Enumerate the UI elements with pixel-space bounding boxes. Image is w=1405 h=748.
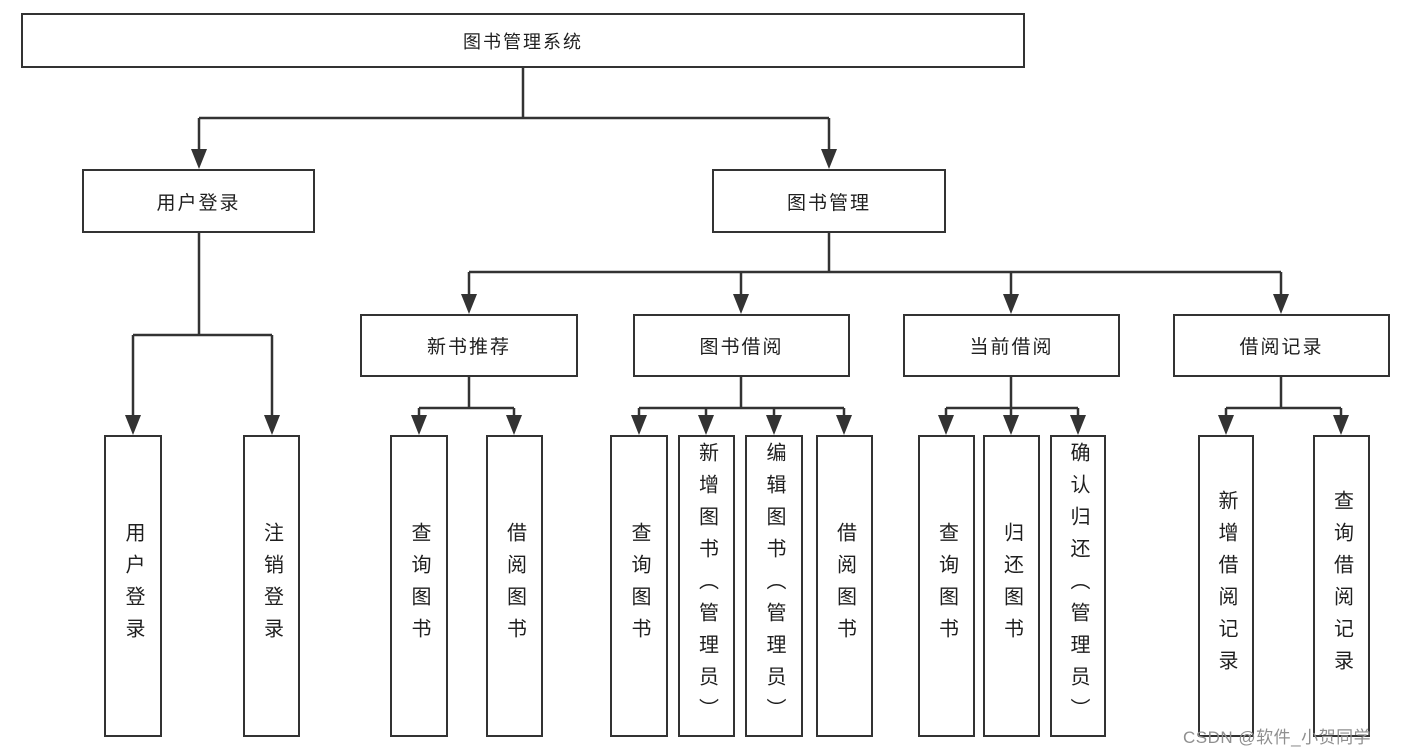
leaf-query-books-borrowing: 查询图书 — [610, 435, 668, 737]
leaf-edit-books-admin: 编辑图书（管理员） — [745, 435, 803, 737]
node-user-login: 用户登录 — [82, 169, 315, 233]
leaf-return-books: 归还图书 — [983, 435, 1040, 737]
leaf-borrow-books-recommendation: 借阅图书 — [486, 435, 543, 737]
node-user-login-label: 用户登录 — [156, 192, 241, 214]
leaf-query-borrow-record-label: 查询借阅记录 — [1330, 490, 1353, 682]
leaf-query-books-borrowing-label: 查询图书 — [628, 522, 650, 650]
node-root: 图书管理系统 — [21, 13, 1025, 68]
leaf-query-books-current: 查询图书 — [918, 435, 975, 737]
leaf-add-borrow-record: 新增借阅记录 — [1198, 435, 1254, 737]
node-root-label: 图书管理系统 — [463, 31, 583, 52]
node-book-borrowing-label: 图书借阅 — [699, 337, 784, 358]
leaf-borrow-books-borrowing: 借阅图书 — [816, 435, 873, 737]
leaf-edit-books-admin-label: 编辑图书（管理员） — [763, 442, 785, 730]
node-book-management: 图书管理 — [712, 169, 946, 233]
leaf-add-borrow-record-label: 新增借阅记录 — [1215, 490, 1237, 682]
leaf-confirm-return-admin-label: 确认归还（管理员） — [1067, 442, 1089, 730]
node-borrowing-records-label: 借阅记录 — [1239, 337, 1324, 358]
leaf-confirm-return-admin: 确认归还（管理员） — [1050, 435, 1106, 737]
leaf-query-books-recommendation: 查询图书 — [390, 435, 448, 737]
node-borrowing-records: 借阅记录 — [1173, 314, 1390, 377]
leaf-query-borrow-record: 查询借阅记录 — [1313, 435, 1370, 737]
node-current-borrowing-label: 当前借阅 — [969, 337, 1054, 358]
leaf-borrow-books-borrowing-label: 借阅图书 — [833, 522, 856, 650]
node-book-borrowing: 图书借阅 — [633, 314, 850, 377]
leaf-return-books-label: 归还图书 — [1000, 522, 1023, 650]
leaf-query-books-recommendation-label: 查询图书 — [408, 522, 430, 650]
leaf-borrow-books-recommendation-label: 借阅图书 — [503, 522, 526, 650]
leaf-query-books-current-label: 查询图书 — [935, 522, 958, 650]
leaf-logout: 注销登录 — [243, 435, 300, 737]
node-book-management-label: 图书管理 — [786, 192, 871, 214]
node-current-borrowing: 当前借阅 — [903, 314, 1120, 377]
leaf-add-books-admin: 新增图书（管理员） — [678, 435, 735, 737]
watermark: CSDN @软件_小贺同学 — [1183, 728, 1372, 747]
node-new-book-recommendation-label: 新书推荐 — [426, 337, 511, 358]
leaf-add-books-admin-label: 新增图书（管理员） — [695, 442, 718, 730]
leaf-user-login: 用户登录 — [104, 435, 162, 737]
leaf-user-login-label: 用户登录 — [122, 522, 144, 650]
leaf-logout-label: 注销登录 — [260, 522, 283, 650]
node-new-book-recommendation: 新书推荐 — [360, 314, 578, 377]
